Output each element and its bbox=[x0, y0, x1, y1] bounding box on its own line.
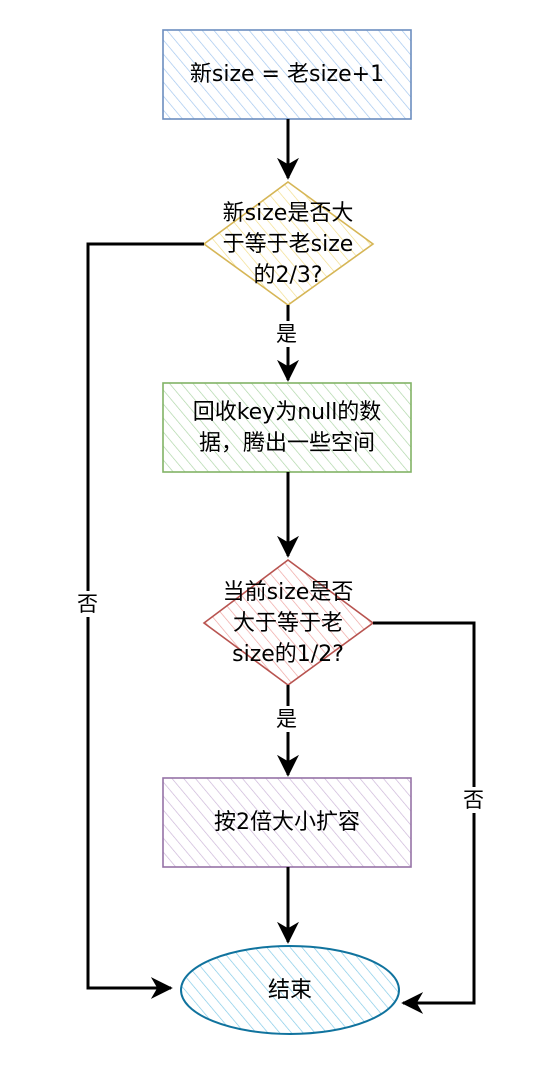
step-reclaim-line-1: 回收key为null的数 bbox=[192, 399, 382, 425]
step-reclaim-label: 回收key为null的数 据，腾出一些空间 bbox=[163, 383, 411, 472]
edge-label-yes-1: 是 bbox=[275, 321, 298, 347]
step-reclaim-box bbox=[162, 382, 412, 473]
step-resize-box bbox=[162, 777, 412, 868]
decision-half-line-2: 大于等于老 bbox=[232, 610, 343, 636]
edge-label-no-1: 否 bbox=[76, 591, 99, 617]
step-new-size-text: 新size = 老size+1 bbox=[189, 62, 385, 87]
decision-two-thirds-line-1: 新size是否大 bbox=[222, 200, 354, 226]
decision-two-thirds-line-2: 于等于老size bbox=[222, 231, 354, 257]
step-resize-text: 按2倍大小扩容 bbox=[214, 810, 360, 835]
step-resize-label: 按2倍大小扩容 bbox=[163, 778, 411, 867]
decision-half-line-3: size的1/2? bbox=[232, 641, 344, 667]
step-reclaim-line-2: 据，腾出一些空间 bbox=[198, 430, 375, 456]
step-new-size-label: 新size = 老size+1 bbox=[163, 30, 411, 119]
decision-two-thirds-label: 新size是否大 于等于老size 的2/3? bbox=[188, 196, 388, 292]
edge-no-to-end-right bbox=[373, 621, 476, 1014]
end-text: 结束 bbox=[267, 977, 312, 1003]
step-new-size-box bbox=[162, 29, 412, 120]
decision-half-line-1: 当前size是否 bbox=[222, 579, 354, 605]
end-ellipse bbox=[180, 945, 400, 1035]
decision-half-label: 当前size是否 大于等于老 size的1/2? bbox=[188, 575, 388, 671]
edge-no-to-end bbox=[86, 242, 204, 999]
end-label: 结束 bbox=[181, 946, 399, 1034]
edge-label-no-2: 否 bbox=[462, 787, 485, 813]
edge-label-yes-2: 是 bbox=[275, 706, 298, 732]
decision-two-thirds-line-3: 的2/3? bbox=[253, 262, 323, 288]
